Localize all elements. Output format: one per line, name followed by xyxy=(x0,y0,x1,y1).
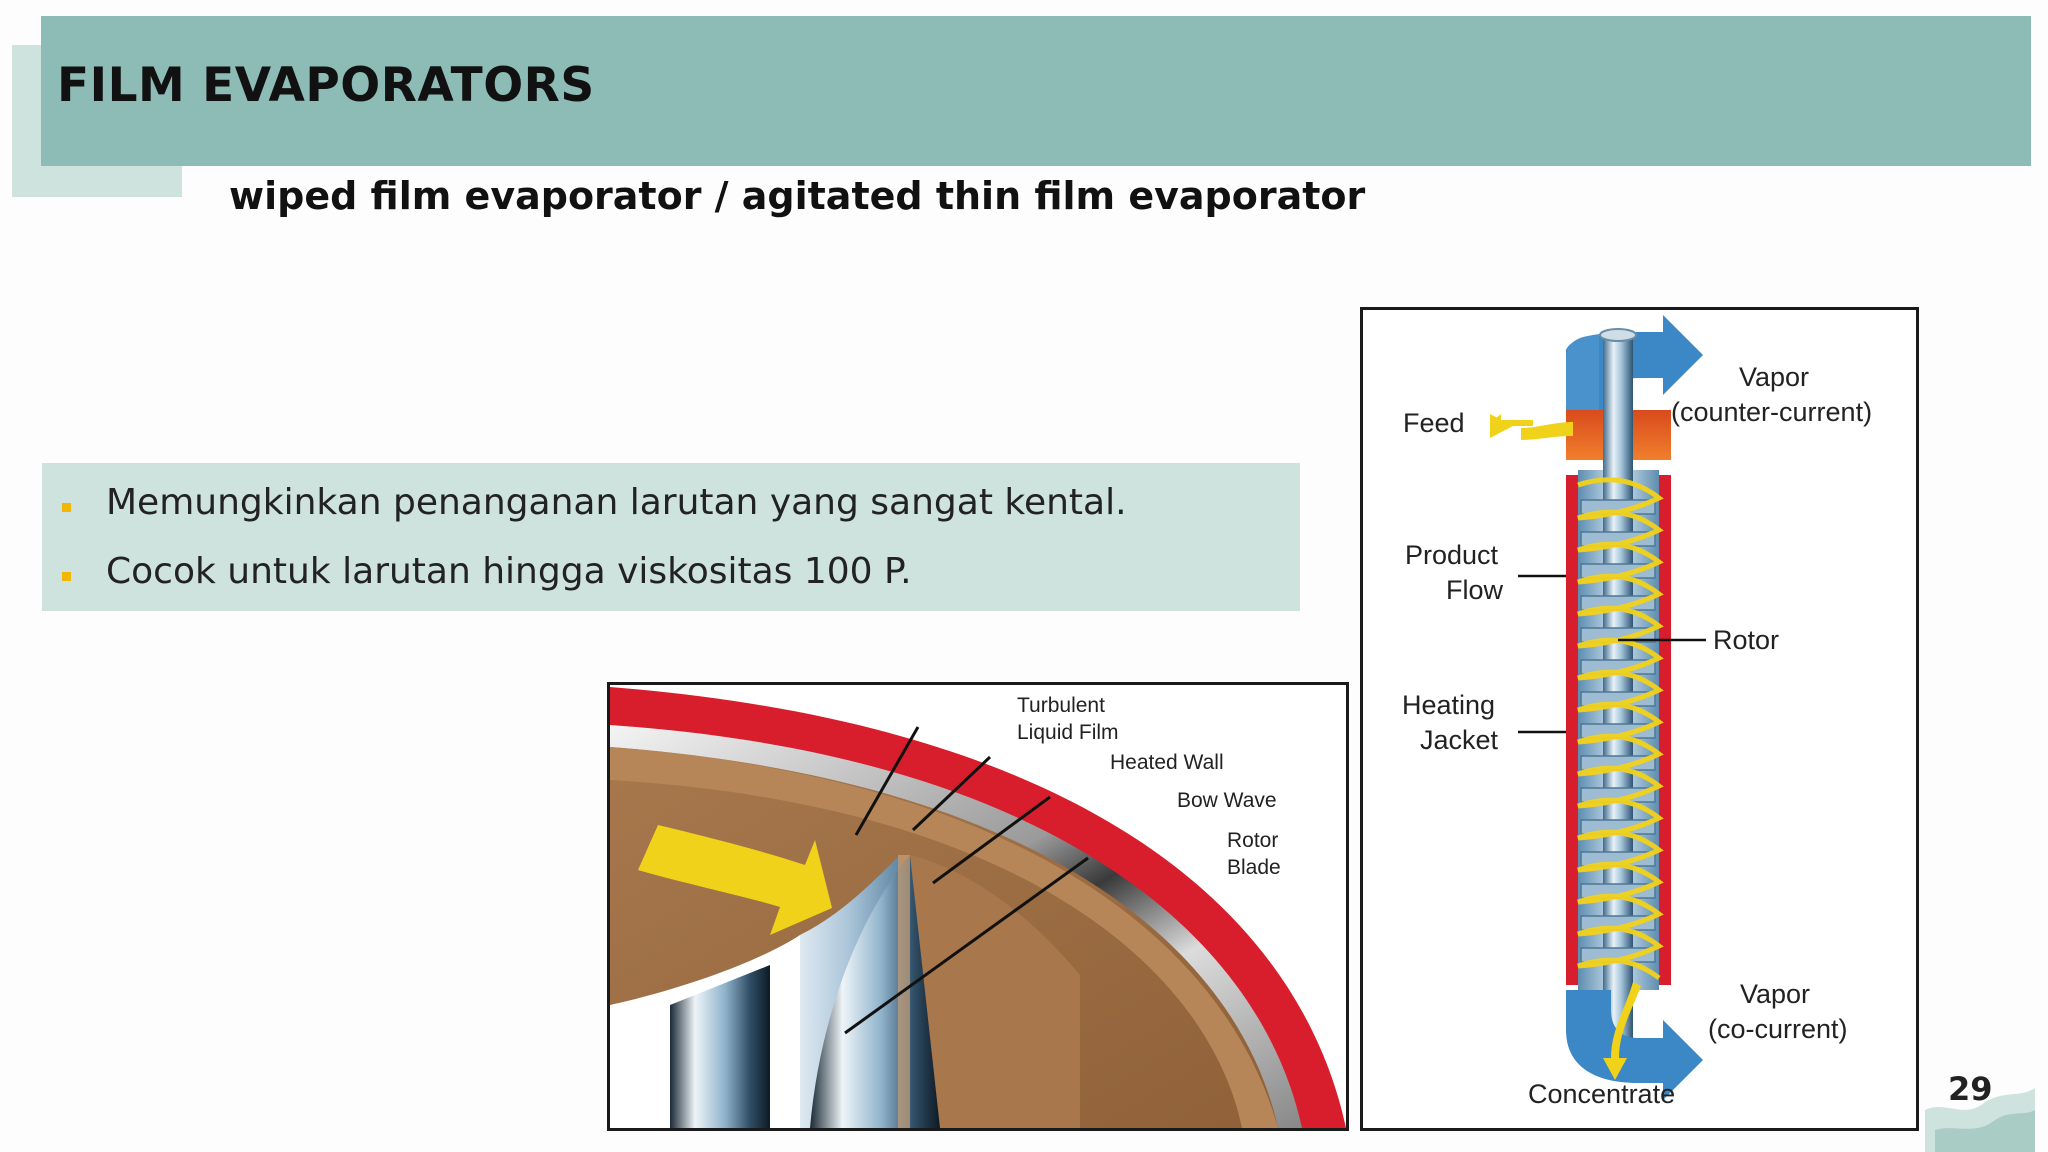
label-product-flow-line1: Product xyxy=(1405,540,1499,570)
label-heated-wall: Heated Wall xyxy=(1110,751,1224,774)
label-rotor: Rotor xyxy=(1713,625,1779,655)
rotor-blade-diagram: Turbulent Liquid Film Heated Wall Bow Wa… xyxy=(610,685,1346,1128)
label-feed: Feed xyxy=(1403,408,1465,438)
label-turbulent-line2: Liquid Film xyxy=(1017,721,1119,744)
column-diagram: Feed Vapor (counter-current) Product Flo… xyxy=(1402,315,1872,1109)
label-vapor-top-line1: Vapor xyxy=(1739,362,1809,392)
corner-decoration xyxy=(1925,1088,2035,1152)
bullet-marker xyxy=(62,572,71,581)
slide-subtitle: wiped film evaporator / agitated thin fi… xyxy=(229,174,1366,218)
label-vapor-bottom-line2: (co-current) xyxy=(1708,1014,1848,1044)
label-vapor-bottom-line1: Vapor xyxy=(1740,979,1810,1009)
title-bar xyxy=(41,16,2031,166)
label-bow-wave: Bow Wave xyxy=(1177,789,1277,812)
label-product-flow-line2: Flow xyxy=(1446,575,1504,605)
bullet-text: Cocok untuk larutan hingga viskositas 10… xyxy=(106,551,912,592)
slide-title: FILM EVAPORATORS xyxy=(57,58,595,113)
label-concentrate: Concentrate xyxy=(1528,1079,1675,1109)
column-figure: Feed Vapor (counter-current) Product Flo… xyxy=(1360,307,1919,1131)
label-rotor-blade-line1: Rotor xyxy=(1227,829,1278,852)
bullet-marker xyxy=(62,503,71,512)
label-vapor-top-line2: (counter-current) xyxy=(1671,397,1872,427)
label-heating-jacket-line1: Heating xyxy=(1402,690,1495,720)
bullet-box: Memungkinkan penanganan larutan yang san… xyxy=(42,463,1300,611)
rotor-blade-figure: Turbulent Liquid Film Heated Wall Bow Wa… xyxy=(607,682,1349,1131)
label-heating-jacket-line2: Jacket xyxy=(1420,725,1499,755)
label-rotor-blade-line2: Blade xyxy=(1227,856,1281,879)
bullet-text: Memungkinkan penanganan larutan yang san… xyxy=(106,482,1127,523)
label-turbulent-line1: Turbulent xyxy=(1017,694,1105,717)
page-number: 29 xyxy=(1948,1070,1993,1108)
